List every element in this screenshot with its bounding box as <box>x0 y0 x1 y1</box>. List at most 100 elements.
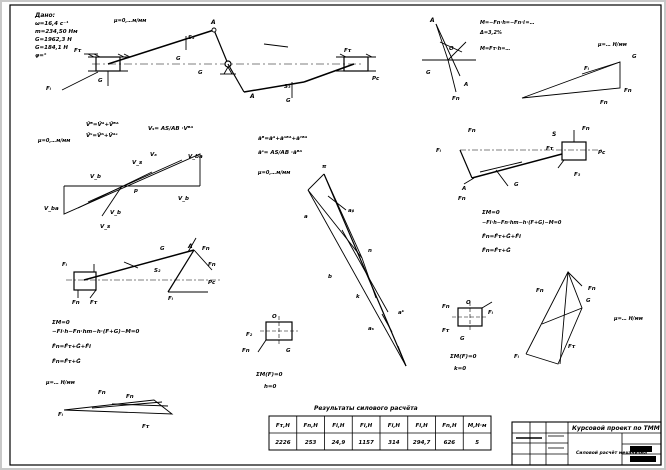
given-line: G=1962,3 Н <box>35 37 72 43</box>
main-mechanism-labels: A A S₂ S₃ Fτ G G G G Fτ Pc Fᵢ μ=0,…м/мм <box>46 18 380 104</box>
force-label: Fn <box>126 394 134 400</box>
acc-label: n <box>368 248 372 254</box>
given-line: φ=° <box>35 53 47 59</box>
scale-label: μ=… Н/мм <box>45 380 75 386</box>
acc-label: aᵏ <box>398 309 405 316</box>
force-label: Fn <box>208 262 216 268</box>
given-line: G=184,1 Н <box>35 45 68 51</box>
force-label: Fτ <box>344 48 352 54</box>
formula: āˢ= AS/AB ·āᴮᴬ <box>258 149 302 156</box>
force-label: Fτ <box>142 424 150 430</box>
point-label: A <box>429 17 435 24</box>
scale-label: μ=… Н/мм <box>613 316 643 322</box>
force-label: G <box>632 54 637 60</box>
force-label: Fτ <box>74 48 82 54</box>
eq: −Fi·h−Fn·hm−h·(F+G)−M=0 <box>52 329 139 335</box>
right-middle-labels: S A Fn Fᵢ Fτ Fn Pc F₃ G Fn ΣM=0 −Fi·h−Fn… <box>436 126 606 254</box>
formula: V̄ˢ=V̄ᴬ+V̄ᴬˢ <box>86 132 118 139</box>
results-header-cell: M,Н·м <box>468 423 487 429</box>
force-label: G <box>176 56 181 62</box>
force-label: G <box>286 348 291 354</box>
results-header-cell: Fi,Н <box>388 423 401 429</box>
force-label: G <box>98 78 103 84</box>
results-value-cell: 626 <box>444 440 456 446</box>
eq: −Fi·h−Fn·hm−h·(F+G)−M=0 <box>482 220 562 226</box>
results-value-cell: 294,7 <box>413 440 431 446</box>
title-block-text: Курсовой проект по ТММ Силовой расчёт ме… <box>572 425 660 456</box>
force-label: G <box>160 246 165 252</box>
results-value-cell: 253 <box>305 440 317 446</box>
force-label: Fτ <box>546 146 554 152</box>
bottom-left-labels: Fn Fn Fᵢ Fτ <box>58 390 150 430</box>
force-label: F₂ <box>246 332 253 338</box>
formula: V̄ᴮ=V̄ᴬ+V̄ᴮᴬ <box>86 121 119 128</box>
point-a-label: A <box>210 19 216 26</box>
force-label: Fn <box>242 348 250 354</box>
velocity-plan-labels: V_b V_s Vₐ V_ba V_ba V_b V_b V_s p <box>44 152 203 230</box>
results-header-cell: Fn,Н <box>303 423 318 429</box>
force-label: Fn <box>202 246 210 252</box>
point-label: S <box>552 131 556 138</box>
force-label: Fᵢ <box>436 148 442 154</box>
formula: Vₛ= AS/AB ·Vᴮᴬ <box>148 125 193 132</box>
results-columns: Fτ,Н2226Fn,Н253Fi,Н24,9Fi,Н1157Fi,Н314Fi… <box>275 416 487 450</box>
force-label: Fn <box>582 126 590 132</box>
right-force-polygon <box>525 270 583 365</box>
results-title: Результаты силового расчёта <box>314 405 418 412</box>
velocity-plan <box>63 153 201 217</box>
center-small-labels: O F₂ Fn G ΣM(F)=0 h=0 <box>242 314 291 390</box>
force-label: Fn <box>452 96 460 102</box>
acceleration-plan-labels: π a aᵦ n b k aᵏ aₛ <box>304 164 405 332</box>
scale-label: μ=0,…м/мм <box>37 138 70 144</box>
eq: ΣM=0 <box>482 210 500 216</box>
force-label: Fᵢ <box>46 86 52 92</box>
given-data-block: Дано: ω=16,4 c⁻¹ m=234,50 Нм G=1962,3 Н … <box>34 12 78 59</box>
force-label: Fᵢ <box>168 296 174 302</box>
force-label: Fn <box>72 300 80 306</box>
point-label: S₂ <box>154 268 161 274</box>
vel-label: V_ba <box>188 154 203 160</box>
eq: F̄n=F̄τ+Ḡ <box>52 358 81 365</box>
given-line: m=234,50 Нм <box>35 29 78 35</box>
vel-label: V_b <box>110 210 121 216</box>
sheet-name: Силовой расчёт механизма <box>576 450 647 456</box>
force-label: Fᵢ <box>488 310 494 316</box>
eq: ΣM(F)=0 <box>450 354 477 360</box>
lower-left-labels: A S₂ Fᵢ Fn Fτ Fn G Fn Fᵢ Pc ΣM=0 −Fi·h−F… <box>45 243 216 386</box>
formula: M=Fτ·h=… <box>480 46 510 52</box>
acceleration-formulas: āᴮ=āᴬ+āⁿᴮᴬ+āᵗᴮᴬ āˢ= AS/AB ·āᴮᴬ μ=0,…м/мм <box>257 135 308 176</box>
force-label: Fᵢ <box>584 66 590 72</box>
vel-label: V_ba <box>44 206 59 212</box>
top-right-labels: A A O Fn G M=−Fn·h=−Fn·ℓ=… Δ=3,2% M=Fτ·h… <box>426 17 535 102</box>
force-label: G <box>426 70 431 76</box>
lower-left-mechanism <box>66 237 220 299</box>
eq: ΣM(F)=0 <box>256 372 283 378</box>
force-label: F₃ <box>574 172 581 178</box>
force-label: Fτ <box>90 300 98 306</box>
point-label: A <box>463 82 468 88</box>
formula: Δ=3,2% <box>479 30 502 36</box>
results-value-cell: 5 <box>475 440 479 446</box>
top-right-triangle <box>521 61 621 99</box>
vel-label: V_s <box>100 224 111 230</box>
force-label: Fτ <box>442 328 450 334</box>
force-label: Pc <box>208 280 216 286</box>
point-label: A <box>461 186 466 192</box>
results-value-cell: 1157 <box>358 440 373 446</box>
point-label: O <box>272 314 277 320</box>
acc-label: aᵦ <box>348 208 355 214</box>
formula: āᴮ=āᴬ+āⁿᴮᴬ+āᵗᴮᴬ <box>258 135 308 142</box>
acc-label: b <box>328 274 332 280</box>
vel-label: V_s <box>132 160 143 166</box>
force-label: Fn <box>536 288 544 294</box>
main-scale: μ=0,…м/мм <box>113 18 146 24</box>
acc-label: a <box>304 214 308 220</box>
results-table: Результаты силового расчёта Fτ,Н2226Fn,Н… <box>268 405 492 451</box>
force-label: Fn <box>600 100 608 106</box>
scale-label: μ=… Н/мм <box>597 42 627 48</box>
point-s-label: S₂ <box>188 35 195 41</box>
force-label: Fᵢ <box>62 262 68 268</box>
force-label: G <box>460 336 465 342</box>
